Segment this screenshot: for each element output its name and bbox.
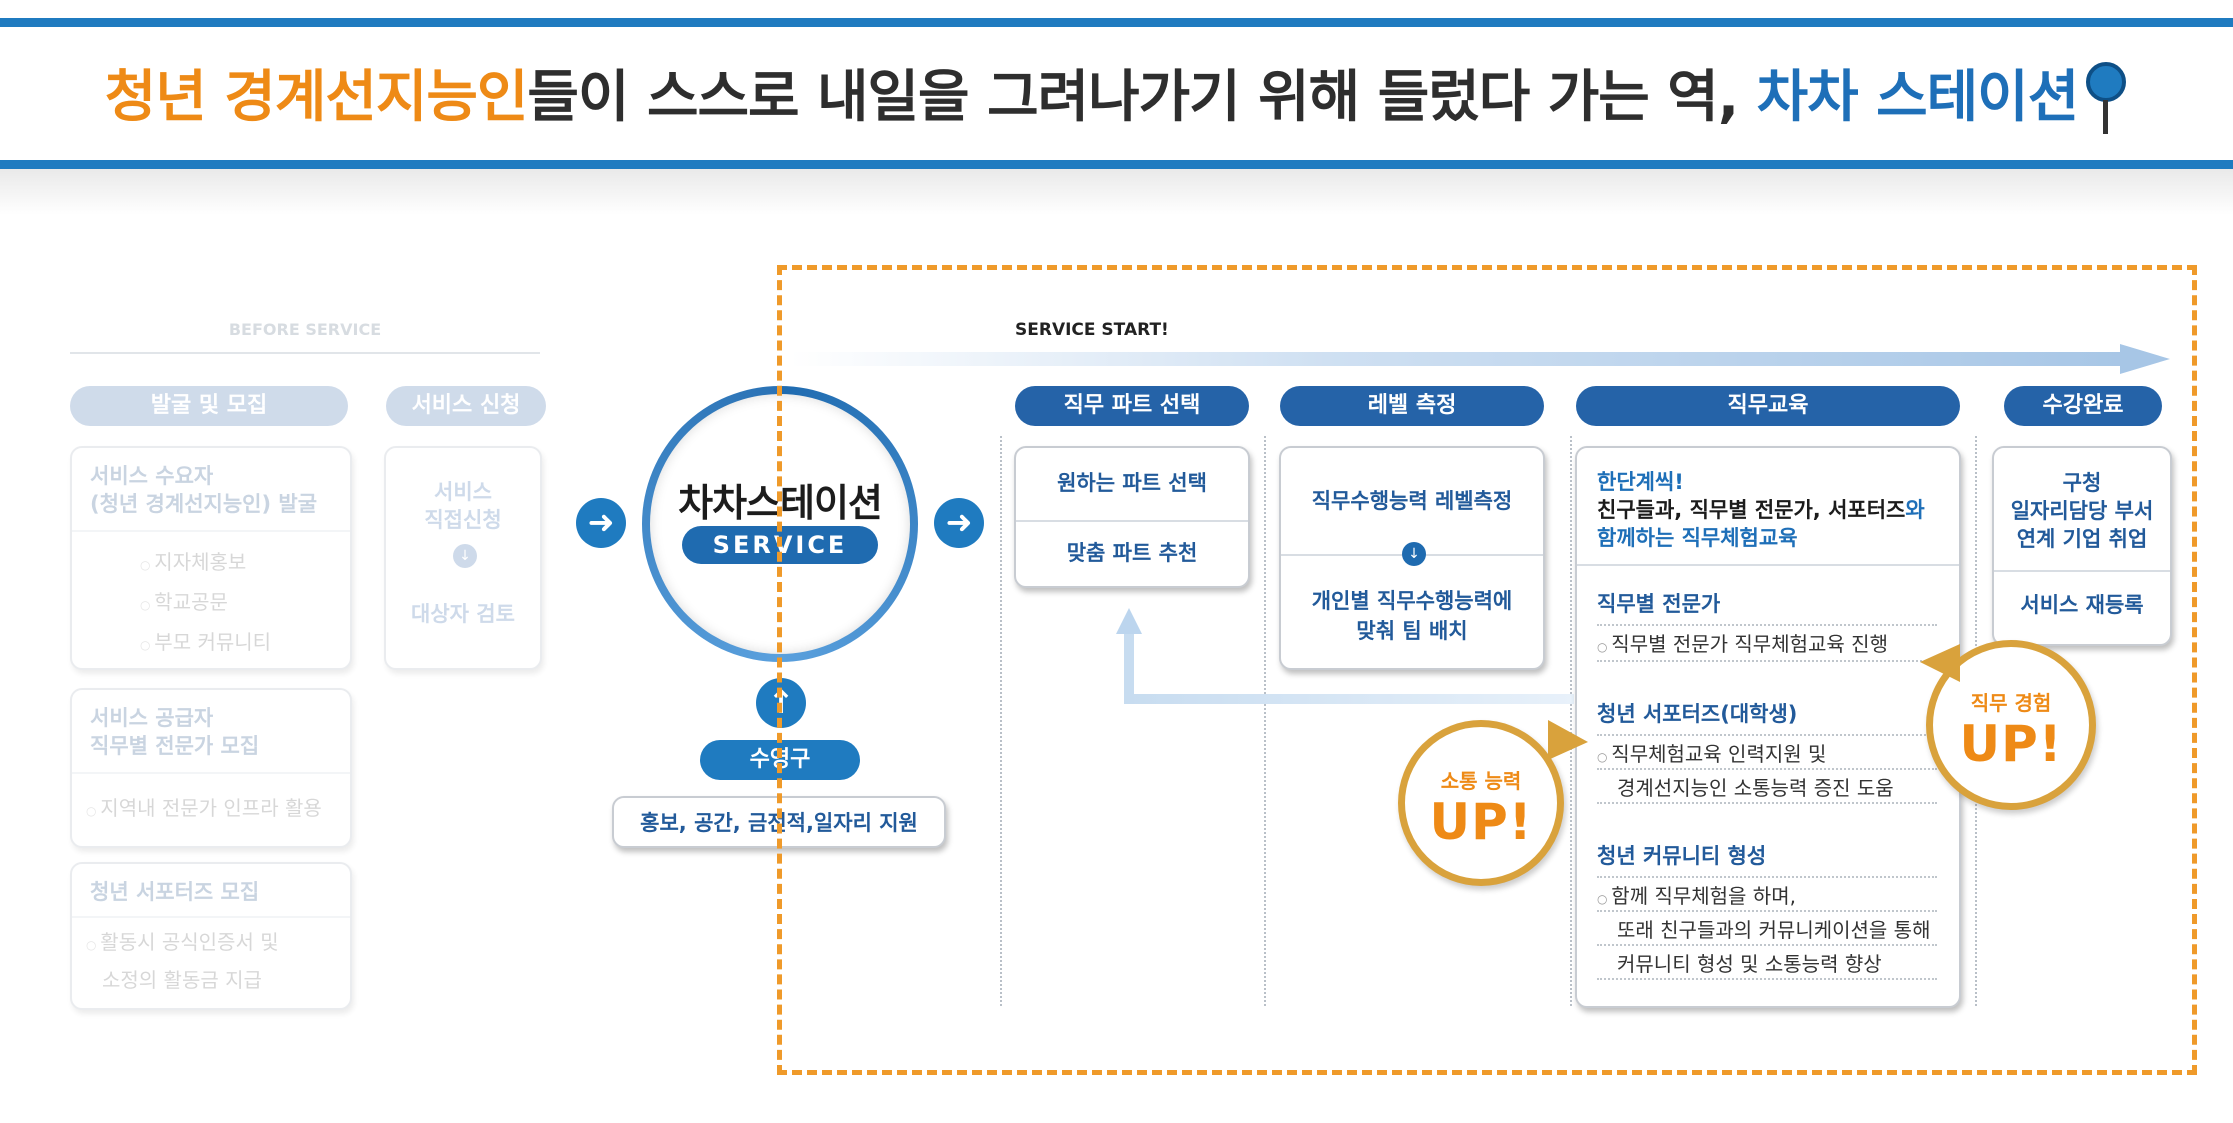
card-item: 개인별 직무수행능력에 — [1311, 589, 1513, 613]
pill-job-training: 직무교육 — [1576, 386, 1960, 426]
bubble-communication-up: 소통 능력 UP! — [1398, 720, 1564, 886]
card-head: (청년 경계선지능인) 발굴 — [90, 492, 318, 516]
card-supporters-recruit: 청년 서포터즈 모집 활동시 공식인증서 및 소정의 활동금 지급 — [70, 862, 352, 1010]
intro-line: 친구들과, 직무별 전문가, 서포터즈와 — [1597, 498, 1925, 522]
list-item: 활동시 공식인증서 및 — [86, 926, 278, 955]
list-item: 부모 커뮤니티 — [140, 626, 271, 655]
intro-line: 함께하는 직무체험교육 — [1597, 526, 1798, 550]
pill-completion: 수강완료 — [2004, 386, 2162, 426]
list-item: 경계선지능인 소통능력 증진 도움 — [1617, 776, 1894, 800]
apply-line: 서비스 — [434, 480, 492, 504]
bubble-small-text: 소통 능력 — [1440, 769, 1522, 793]
before-service-rule — [70, 352, 540, 354]
header-shadow — [0, 169, 2233, 215]
bubble-big-text: UP! — [1959, 715, 2063, 773]
card-completion: 구청 일자리담당 부서 연계 기업 취업 서비스 재등록 — [1992, 446, 2172, 646]
bubble-tail — [1920, 644, 1960, 682]
list-item: 또래 친구들과의 커뮤니케이션을 통해 — [1617, 918, 1931, 942]
apply-line: 직접신청 — [424, 508, 502, 532]
card-item: 서비스 재등록 — [2020, 593, 2144, 617]
title-blue-part: 차차 스테이션 — [1756, 65, 2080, 130]
before-service-label: BEFORE SERVICE — [228, 320, 382, 339]
service-frame — [777, 265, 2197, 1075]
header-top-rule — [0, 18, 2233, 27]
card-item: 맞춤 파트 추천 — [1066, 541, 1198, 565]
map-pin-icon — [2084, 62, 2128, 134]
return-arrow — [1124, 694, 1574, 704]
card-item: 구청 — [2062, 471, 2102, 495]
pill-level-measure: 레벨 측정 — [1280, 386, 1544, 426]
card-demand-discovery: 서비스 수요자 (청년 경계선지능인) 발굴 지자체홍보 학교공문 부모 커뮤니… — [70, 446, 352, 670]
card-item: 맞춰 팀 배치 — [1356, 619, 1468, 643]
card-head: 서비스 공급자 — [90, 706, 214, 730]
apply-line: 대상자 검토 — [411, 602, 515, 626]
section-head-community: 청년 커뮤니티 형성 — [1597, 844, 1767, 868]
service-start-label: SERVICE START! — [1015, 320, 1169, 340]
list-item: 직무별 전문가 직무체험교육 진행 — [1597, 628, 1888, 657]
bubble-small-text: 직무 경험 — [1970, 691, 2052, 715]
intro-line: 한단계씩! — [1597, 470, 1684, 494]
section-head-supporters: 청년 서포터즈(대학생) — [1597, 702, 1798, 726]
pill-apply: 서비스 신청 — [386, 386, 546, 426]
arrow-down-icon: ↓ — [1402, 542, 1426, 566]
arrow-head-icon — [2120, 344, 2170, 374]
arrow-right-icon: ➜ — [576, 498, 626, 548]
title-orange-part: 청년 경계선지능인 — [104, 65, 529, 130]
card-item: 연계 기업 취업 — [2016, 527, 2148, 551]
bubble-big-text: UP! — [1429, 793, 1533, 851]
section-head-experts: 직무별 전문가 — [1597, 592, 1721, 616]
card-level-measure: 직무수행능력 레벨측정 ↓ 개인별 직무수행능력에 맞춰 팀 배치 — [1279, 446, 1545, 670]
header-bottom-rule — [0, 160, 2233, 169]
arrow-down-icon: ↓ — [453, 544, 477, 568]
list-item: 학교공문 — [140, 586, 228, 615]
list-item: 함께 직무체험을 하며, — [1597, 880, 1796, 909]
card-head: 청년 서포터즈 모집 — [90, 880, 260, 904]
arrow-up-icon — [1116, 608, 1142, 634]
arrow-right-icon: ➜ — [934, 498, 984, 548]
service-progress-arrow — [790, 352, 2130, 366]
bubble-tail — [1548, 720, 1588, 760]
card-head: 직무별 전문가 모집 — [90, 734, 260, 758]
card-item: 원하는 파트 선택 — [1057, 471, 1207, 495]
card-supplier-recruit: 서비스 공급자 직무별 전문가 모집 지역내 전문가 인프라 활용 — [70, 688, 352, 848]
pill-part-select: 직무 파트 선택 — [1015, 386, 1249, 426]
card-part-select: 원하는 파트 선택 맞춤 파트 추천 — [1014, 446, 1250, 588]
list-item: 직무체험교육 인력지원 및 — [1597, 738, 1826, 767]
list-item: 지자체홍보 — [140, 546, 246, 575]
list-item: 지역내 전문가 인프라 활용 — [86, 792, 321, 821]
card-job-training: 한단계씩! 친구들과, 직무별 전문가, 서포터즈와 함께하는 직무체험교육 직… — [1575, 446, 1961, 1008]
pill-discovery: 발굴 및 모집 — [70, 386, 348, 426]
return-arrow — [1124, 630, 1134, 704]
list-item: 커뮤니티 형성 및 소통능력 향상 — [1617, 952, 1882, 976]
card-item: 일자리담당 부서 — [2010, 499, 2154, 523]
page-title: 청년 경계선지능인들이 스스로 내일을 그려나가기 위해 들렀다 가는 역, 차… — [0, 62, 2233, 134]
title-dark-part: 들이 스스로 내일을 그려나가기 위해 들렀다 가는 역, — [527, 65, 1739, 130]
card-head: 서비스 수요자 — [90, 464, 214, 488]
card-service-apply: 서비스 직접신청 ↓ 대상자 검토 — [384, 446, 542, 670]
list-item: 소정의 활동금 지급 — [102, 968, 262, 992]
card-item: 직무수행능력 레벨측정 — [1311, 489, 1513, 513]
